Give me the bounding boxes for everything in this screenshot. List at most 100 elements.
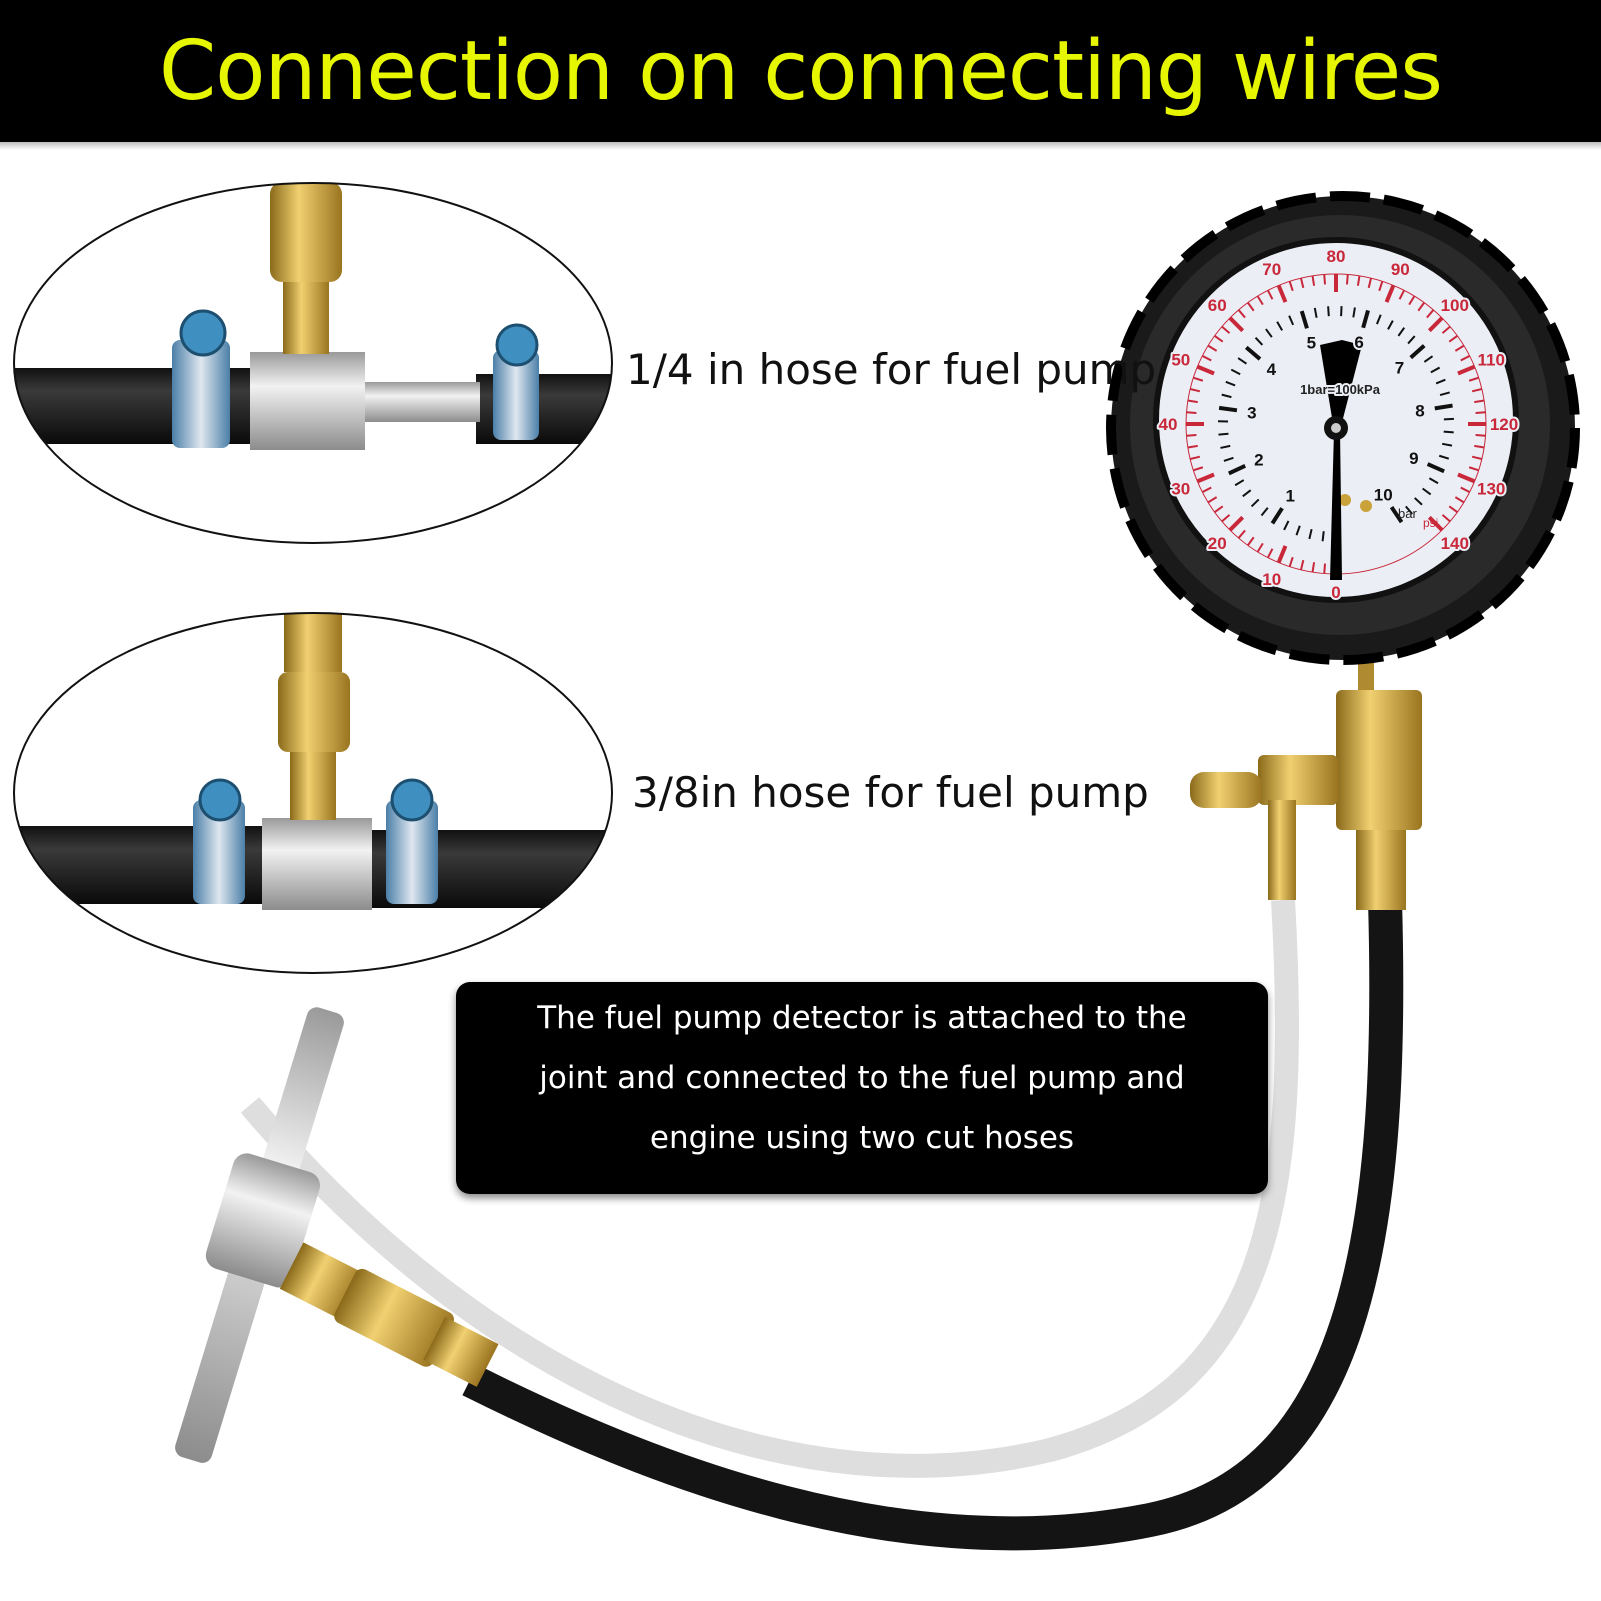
bar-tick <box>1254 336 1264 346</box>
psi-tick <box>1408 295 1416 306</box>
bar-tick <box>1434 403 1453 411</box>
bar-tick <box>1250 498 1260 508</box>
bar-tick <box>1288 315 1295 326</box>
psi-tick <box>1454 344 1465 352</box>
gauge-screw <box>1360 500 1372 512</box>
psi-tick <box>1196 364 1215 376</box>
bar-tick <box>1242 489 1252 498</box>
psi-tick <box>1448 335 1458 343</box>
bar-tick <box>1397 327 1406 337</box>
psi-tick <box>1237 309 1246 319</box>
psi-tick <box>1345 274 1349 285</box>
psi-tick <box>1441 325 1451 334</box>
bar-label: 7 <box>1395 359 1404 378</box>
psi-tick <box>1457 472 1476 484</box>
gauge-needle <box>1320 340 1362 580</box>
bar-tick <box>1244 345 1262 361</box>
psi-tick <box>1471 455 1483 460</box>
psi-tick <box>1457 364 1476 376</box>
bar-tick <box>1327 306 1330 317</box>
bar-tick <box>1441 442 1453 447</box>
psi-label: 130 <box>1477 479 1505 498</box>
t-fitting <box>175 1007 499 1463</box>
bar-label: 2 <box>1254 451 1263 470</box>
psi-tick <box>1186 411 1197 415</box>
bar-tick <box>1308 528 1313 540</box>
psi-tick <box>1276 284 1288 303</box>
psi-tick <box>1427 316 1444 333</box>
psi-tick <box>1460 486 1471 493</box>
psi-tick <box>1367 277 1372 289</box>
bar-tick <box>1438 454 1450 460</box>
bar-tick <box>1414 497 1423 506</box>
psi-tick <box>1426 309 1435 319</box>
bar-tick <box>1428 477 1439 485</box>
psi-label: 40 <box>1159 415 1178 434</box>
psi-tick <box>1454 496 1465 504</box>
psi-tick <box>1201 486 1212 493</box>
psi-tick <box>1475 433 1486 437</box>
bar-tick <box>1265 328 1273 338</box>
psi-label: 0 <box>1331 583 1340 602</box>
psi-tick <box>1448 505 1458 513</box>
bar-tick <box>1439 391 1450 397</box>
psi-tick <box>1468 466 1479 472</box>
bar-tick <box>1426 462 1445 474</box>
three-eighth-inch-detail <box>13 612 613 974</box>
psi-label: 120 <box>1490 415 1518 434</box>
psi-tick <box>1193 376 1204 382</box>
unit-psi: psi <box>1423 516 1438 530</box>
caption-line: joint and connected to the fuel pump and <box>539 1060 1185 1096</box>
bar-tick <box>1218 405 1238 413</box>
psi-tick <box>1237 529 1246 539</box>
bar-tick <box>1389 506 1404 524</box>
psi-tick <box>1189 455 1201 460</box>
gauge-screw <box>1339 494 1351 506</box>
conversion-label: 1bar=100kPa <box>1300 382 1381 397</box>
psi-tick <box>1256 542 1264 553</box>
psi-tick <box>1267 548 1274 559</box>
psi-label: 30 <box>1171 479 1190 498</box>
psi-tick <box>1221 514 1231 523</box>
psi-label: 140 <box>1441 534 1469 553</box>
bar-tick <box>1321 531 1325 542</box>
psi-tick <box>1384 284 1396 303</box>
psi-tick <box>1247 536 1255 546</box>
psi-tick <box>1475 411 1486 415</box>
bar-tick <box>1237 357 1247 365</box>
black-hose <box>462 899 1404 1551</box>
psi-tick <box>1189 388 1201 393</box>
caption-box: The fuel pump detector is attached to th… <box>456 982 1268 1194</box>
psi-tick <box>1427 515 1444 532</box>
bar-tick <box>1228 464 1247 476</box>
psi-label: 70 <box>1262 260 1281 279</box>
psi-tick <box>1288 281 1294 292</box>
psi-tick <box>1207 496 1218 504</box>
psi-tick <box>1311 562 1316 573</box>
caption-line: The fuel pump detector is attached to th… <box>537 1000 1187 1036</box>
bar-label: 4 <box>1267 360 1277 379</box>
bar-tick <box>1435 378 1446 385</box>
bar-tick <box>1230 368 1241 376</box>
bar-tick <box>1283 520 1290 531</box>
bar-tick <box>1260 507 1269 517</box>
psi-tick <box>1196 472 1215 484</box>
bar-tick <box>1270 507 1284 525</box>
bar-label: 3 <box>1247 403 1256 422</box>
psi-tick <box>1201 355 1212 362</box>
bar-tick <box>1220 444 1231 449</box>
psi-tick <box>1267 289 1274 300</box>
psi-label: 110 <box>1477 351 1504 370</box>
psi-label: 80 <box>1327 247 1346 266</box>
psi-tick <box>1300 559 1305 571</box>
gauge-fittings <box>1190 660 1422 910</box>
title-banner: Connection on connecting wires <box>0 0 1601 142</box>
bar-tick <box>1423 355 1434 363</box>
bar-tick <box>1299 310 1309 329</box>
bar-label: 8 <box>1415 402 1424 421</box>
psi-tick <box>1356 275 1361 286</box>
bar-label: 10 <box>1374 486 1393 505</box>
bar-tick <box>1422 487 1432 496</box>
bar-tick <box>1225 380 1236 387</box>
